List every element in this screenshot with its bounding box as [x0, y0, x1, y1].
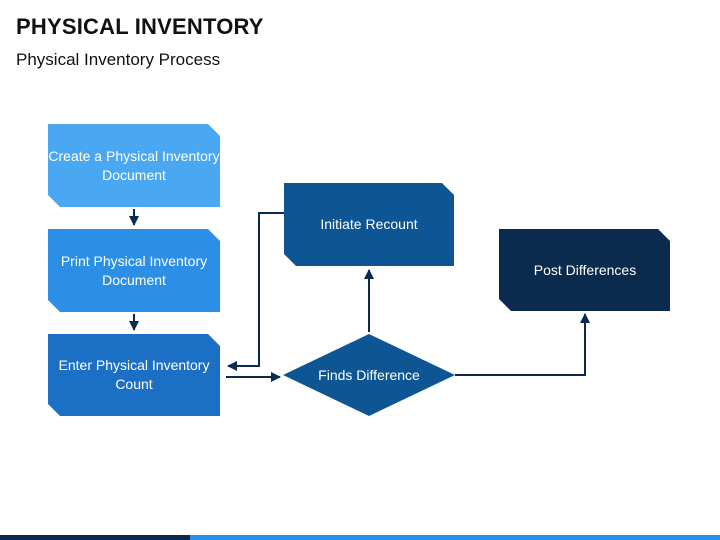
create-document-label: Create a Physical Inventory Document: [48, 147, 220, 183]
post-differences-label: Post Differences: [533, 261, 637, 278]
page-title: PHYSICAL INVENTORY: [16, 14, 264, 39]
arrow-decision-to-post: [455, 313, 590, 376]
enter-count-box: [48, 334, 220, 416]
enter-count-label: Enter Physical Inventory Count: [58, 357, 210, 392]
post-differences-box: [499, 229, 670, 311]
initiate-recount-label: Initiate Recount: [320, 216, 418, 232]
print-document-label: Print Physical Inventory Document: [60, 252, 208, 288]
footer-bar-dark: [0, 535, 190, 540]
page-subtitle: Physical Inventory Process: [16, 50, 221, 69]
finds-difference-diamond: [283, 334, 455, 416]
initiate-recount-box: [284, 183, 454, 266]
finds-difference-label: Finds Difference: [318, 366, 420, 383]
print-document-box: [48, 229, 220, 312]
arrow-recount-to-enter: [227, 212, 284, 371]
create-document-box: [48, 124, 220, 207]
footer-bar-light: [190, 535, 720, 540]
